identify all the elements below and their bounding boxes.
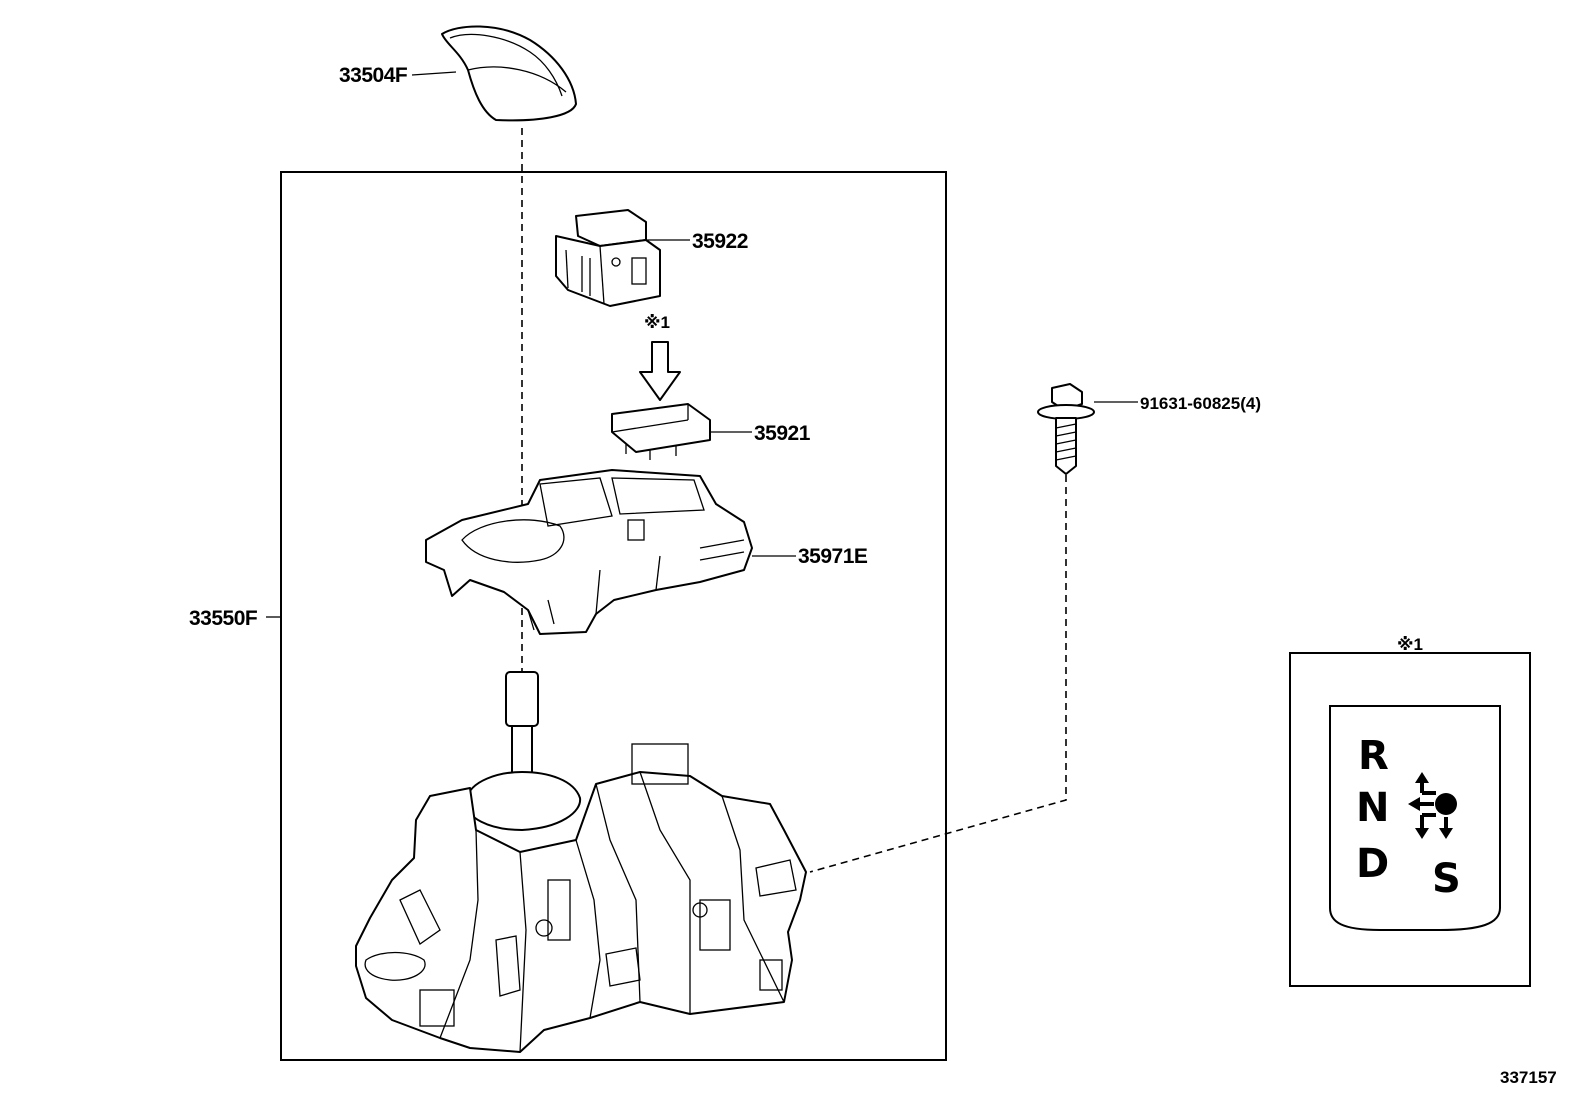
part-label-33504F: 33504F (339, 64, 408, 87)
shift-position-d: D (1356, 841, 1389, 887)
assembly-frame (280, 171, 947, 1061)
shift-position-s: S (1432, 856, 1461, 902)
indicator-plate-drawing (611, 403, 711, 460)
shift-pattern-arrows-icon (1408, 772, 1457, 839)
switch-drawing (555, 209, 661, 307)
figure-number: 337157 (1500, 1068, 1557, 1087)
part-label-35921: 35921 (754, 422, 811, 445)
part-label-35971E: 35971E (798, 545, 868, 568)
part-label-35922: 35922 (692, 230, 748, 253)
indicator-plate-outline (1329, 705, 1501, 931)
shift-position-n: N (1356, 785, 1389, 831)
detail-mark-label: ※1 (1397, 635, 1423, 654)
housing-drawing (425, 469, 753, 635)
detail-frame (1289, 652, 1531, 987)
bolt-alignment-line (809, 475, 1067, 873)
part-label-91631-60825: 91631-60825(4) (1140, 394, 1261, 413)
down-arrow-icon (639, 341, 681, 401)
leader-33504F (411, 71, 457, 76)
bolt-drawing (1037, 383, 1095, 475)
shift-knob-drawing (441, 25, 577, 122)
note-mark-label: ※1 (644, 313, 670, 332)
shift-lever-assembly-drawing (355, 671, 807, 1053)
shift-position-r: R (1358, 733, 1389, 779)
part-label-33550F: 33550F (189, 607, 258, 630)
